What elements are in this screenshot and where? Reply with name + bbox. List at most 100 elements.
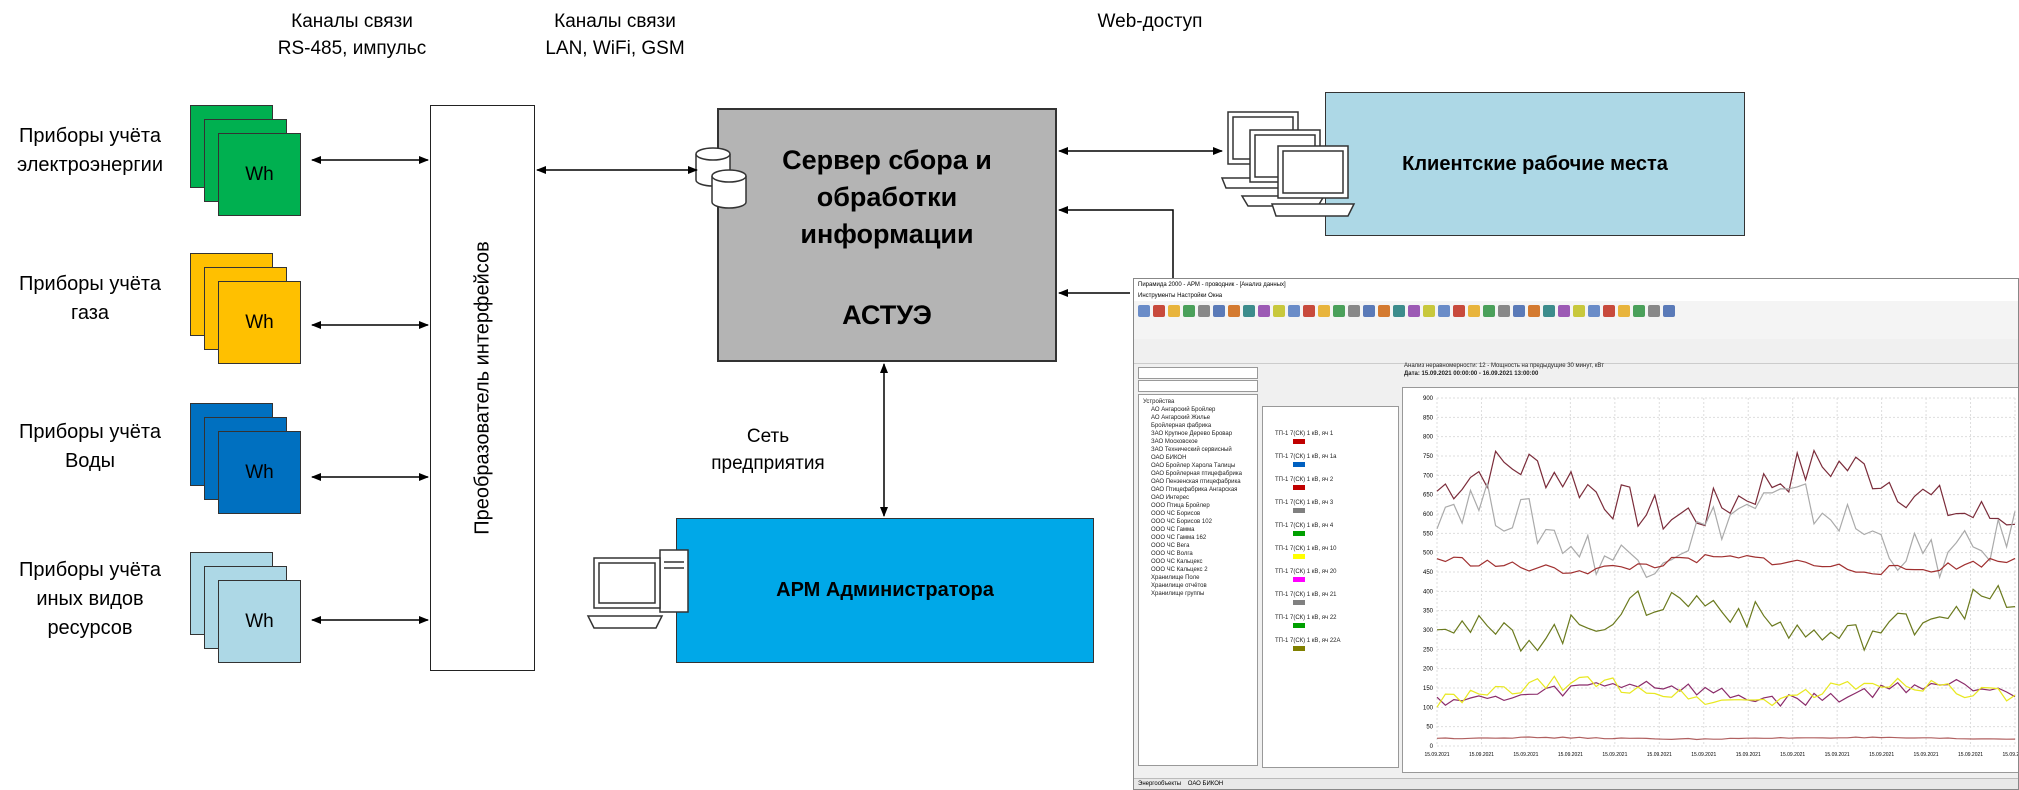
computers-icon [1220, 111, 1356, 217]
y-tick-label: 350 [1423, 609, 1434, 615]
x-tick-label: 15.09.2021 [1513, 752, 1538, 758]
tree-item[interactable]: ООО ЧС Борисов [1151, 511, 1201, 517]
toolbar-icon[interactable] [1318, 305, 1330, 317]
tree-item[interactable]: АО Ангарский Жилье [1151, 415, 1211, 421]
y-tick-label: 150 [1423, 686, 1434, 692]
y-tick-label: 850 [1423, 415, 1434, 421]
caption-web-access: Web-доступ [1097, 11, 1203, 32]
tree-item[interactable]: ООО ЧС Гамма 162 [1151, 535, 1207, 541]
toolbar-icon[interactable] [1408, 305, 1420, 317]
device-tree-item[interactable]: ТП-1 7(СК) 1 кВ, яч 21 [1275, 592, 1337, 598]
y-tick-label: 700 [1423, 473, 1434, 479]
toolbar-icon[interactable] [1378, 305, 1390, 317]
caption-enterprise-network: Сеть предприятия [711, 426, 825, 474]
screenshot-toolbar-2 [1134, 321, 2018, 340]
toolbar-icon[interactable] [1513, 305, 1525, 317]
tree-item[interactable]: ОАО БИКОН [1151, 455, 1187, 461]
toolbar-icon[interactable] [1348, 305, 1360, 317]
toolbar-icon[interactable] [1333, 305, 1345, 317]
screenshot-chart-title: Анализ неравномерности: 12 - Мощность на… [1404, 363, 1604, 369]
toolbar-icon[interactable] [1303, 305, 1315, 317]
toolbar-icon[interactable] [1423, 305, 1435, 317]
device-tree-item[interactable]: ТП-1 7(СК) 1 кВ, яч 3 [1275, 500, 1334, 506]
device-tree-item[interactable]: ТП-1 7(СК) 1 кВ, яч 22А [1275, 638, 1341, 644]
device-tree-item[interactable]: ТП-1 7(СК) 1 кВ, яч 4 [1275, 523, 1334, 529]
tree-item[interactable]: ОАО Интерес [1151, 495, 1190, 501]
toolbar-icon[interactable] [1498, 305, 1510, 317]
series-swatch [1293, 554, 1305, 559]
tree-item[interactable]: ОАО Бройлерная птицефабрика [1151, 471, 1242, 477]
tree-item[interactable]: ООО ЧС Вега [1151, 543, 1190, 549]
toolbar-icon[interactable] [1183, 305, 1195, 317]
tree-item[interactable]: Хранилище Поле [1151, 575, 1200, 581]
tree-item[interactable]: ОАО Птицефабрика Ангарская [1151, 487, 1238, 493]
tree-item[interactable]: ООО Птица Бройлер [1151, 503, 1210, 509]
tree-item[interactable]: ООО ЧС Кальцекс [1151, 559, 1203, 565]
toolbar-icon[interactable] [1543, 305, 1555, 317]
toolbar-icon[interactable] [1633, 305, 1645, 317]
tree-item[interactable]: Устройства [1143, 399, 1175, 405]
series-line [1436, 675, 2016, 708]
toolbar-icon[interactable] [1168, 305, 1180, 317]
toolbar-icon[interactable] [1258, 305, 1270, 317]
toolbar-icon[interactable] [1603, 305, 1615, 317]
tree-item[interactable]: Хранилище группы [1151, 591, 1205, 597]
toolbar-icon[interactable] [1198, 305, 1210, 317]
tree-item[interactable]: Бройлерная фабрика [1151, 423, 1212, 429]
toolbar-icon[interactable] [1483, 305, 1495, 317]
series-swatch [1293, 600, 1305, 605]
toolbar-icon[interactable] [1393, 305, 1405, 317]
screenshot-object-tree: Устройства АО Ангарский Бройлер АО Ангарск… [1138, 394, 1258, 766]
toolbar-icon[interactable] [1243, 305, 1255, 317]
toolbar-icon[interactable] [1153, 305, 1165, 317]
device-tree-item[interactable]: ТП-1 7(СК) 1 кВ, яч 10 [1275, 546, 1337, 552]
x-tick-label: 15.09.2021 [1424, 752, 1449, 758]
toolbar-icon[interactable] [1288, 305, 1300, 317]
tree-item[interactable]: ООО ЧС Гамма [1151, 527, 1195, 533]
toolbar-icon[interactable] [1363, 305, 1375, 317]
device-tree-item[interactable]: ТП-1 7(СК) 1 кВ, яч 22 [1275, 615, 1337, 621]
x-tick-label: 15.09.2021 [1869, 752, 1894, 758]
x-tick-label: 15.09.2021 [1958, 752, 1983, 758]
toolbar-icon[interactable] [1573, 305, 1585, 317]
y-tick-label: 450 [1423, 570, 1434, 576]
tree-item[interactable]: ООО ЧС Борисов 102 [1151, 519, 1212, 525]
tree-item[interactable]: ЗАО Московское [1151, 439, 1198, 445]
screenshot-toolbar [1134, 301, 2018, 322]
tree-item[interactable]: ОАО Пензенская птицефабрика [1151, 479, 1241, 485]
toolbar-icon[interactable] [1558, 305, 1570, 317]
interface-converter: Преобразователь интерфейсов [430, 105, 535, 671]
x-tick-label: 15.09.2021 [1825, 752, 1850, 758]
x-tick-label: 15.09.2021 [1736, 752, 1761, 758]
toolbar-icon[interactable] [1228, 305, 1240, 317]
series-line [1436, 554, 2016, 576]
toolbar-icon[interactable] [1648, 305, 1660, 317]
x-tick-label: 15.09.2021 [1558, 752, 1583, 758]
toolbar-icon[interactable] [1663, 305, 1675, 317]
toolbar-icon[interactable] [1453, 305, 1465, 317]
device-tree-item[interactable]: ТП-1 7(СК) 1 кВ, яч 1а [1275, 454, 1337, 460]
toolbar-icon[interactable] [1138, 305, 1150, 317]
toolbar-icon[interactable] [1438, 305, 1450, 317]
y-tick-label: 900 [1423, 396, 1434, 402]
tree-item[interactable]: ООО ЧС Кальцекс 2 [1151, 567, 1208, 573]
device-tree-item[interactable]: ТП-1 7(СК) 1 кВ, яч 2 [1275, 477, 1334, 483]
toolbar-icon[interactable] [1273, 305, 1285, 317]
toolbar-icon[interactable] [1468, 305, 1480, 317]
y-tick-label: 250 [1423, 647, 1434, 653]
tree-item[interactable]: ООО ЧС Волга [1151, 551, 1193, 557]
tree-item[interactable]: Хранилище отчётов [1151, 583, 1207, 589]
device-tree-item[interactable]: ТП-1 7(СК) 1 кВ, яч 1 [1275, 431, 1334, 437]
device-tree-item[interactable]: ТП-1 7(СК) 1 кВ, яч 20 [1275, 569, 1337, 575]
tree-item[interactable]: ЗАО Крупное Дерево Бровар [1151, 431, 1233, 437]
toolbar-icon[interactable] [1528, 305, 1540, 317]
tree-item[interactable]: ОАО Бройлер Харола Талицы [1151, 463, 1236, 469]
toolbar-icon[interactable] [1213, 305, 1225, 317]
toolbar-icon[interactable] [1588, 305, 1600, 317]
server-box: Сервер сбора и обработки информации АСТУ… [717, 108, 1057, 362]
tree-item[interactable]: АО Ангарский Бройлер [1151, 407, 1216, 413]
tree-item[interactable]: ЗАО Технический сервисный [1151, 447, 1232, 453]
toolbar-icon[interactable] [1618, 305, 1630, 317]
screenshot-statusbar: Энергообъекты ОАО БИКОН [1134, 778, 2018, 789]
